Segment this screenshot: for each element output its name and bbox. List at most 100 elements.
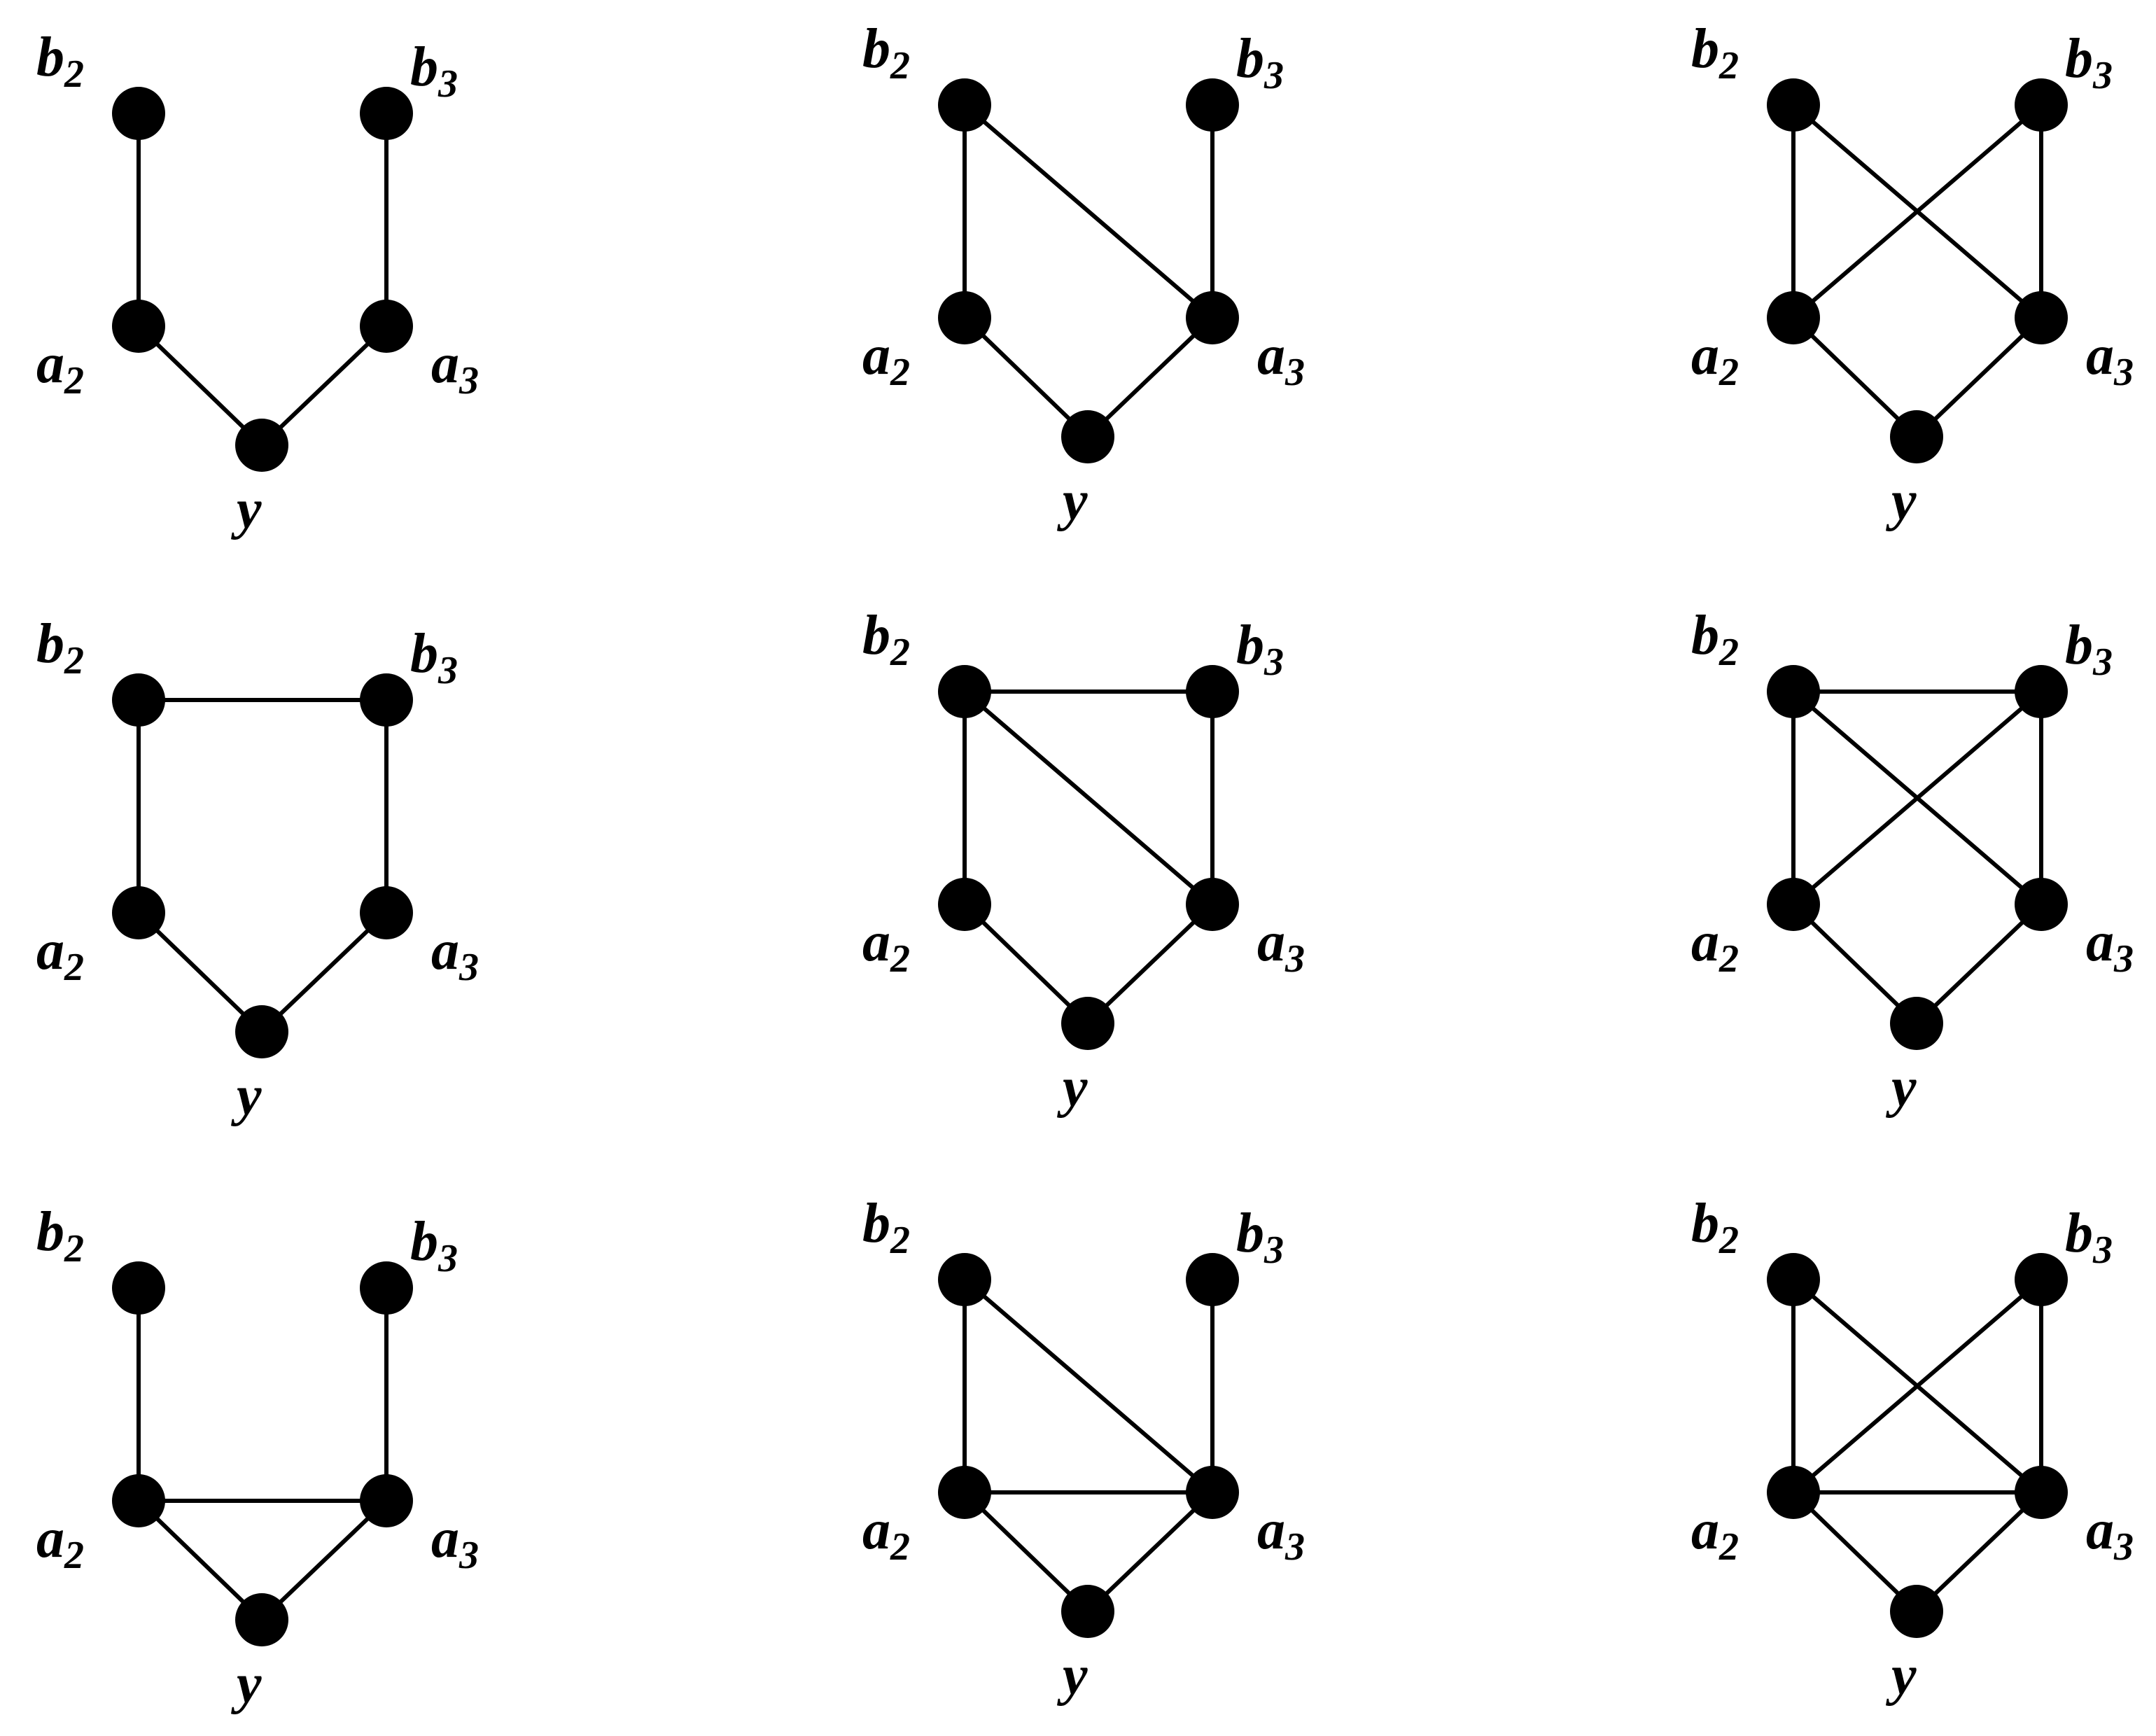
node-label-y: y xyxy=(1056,1057,1088,1119)
node-label-base: b xyxy=(1691,605,1719,666)
node-label-subscript: 3 xyxy=(1264,1228,1284,1272)
node-label-base: y xyxy=(1885,1645,1917,1707)
node-label-base: a xyxy=(1691,1499,1719,1561)
node-b2 xyxy=(1767,665,1820,718)
node-label-b2: b2 xyxy=(36,613,84,682)
edge-a2-y xyxy=(1791,902,1919,1026)
edge-a3-y xyxy=(260,324,388,447)
node-label-b2: b2 xyxy=(36,27,84,96)
node-label-base: a xyxy=(1691,325,1719,386)
node-y xyxy=(235,1593,288,1646)
node-label-b2: b2 xyxy=(1691,605,1739,674)
node-label-y: y xyxy=(230,1653,262,1715)
node-label-b3: b3 xyxy=(1236,615,1284,684)
node-label-base: a xyxy=(862,1499,890,1561)
node-label-y: y xyxy=(1885,1057,1917,1119)
node-label-base: b xyxy=(410,1211,438,1273)
node-label-subscript: 2 xyxy=(64,52,84,96)
node-label-a3: a3 xyxy=(2086,1499,2134,1569)
node-b2 xyxy=(112,673,165,727)
edge-a2-y xyxy=(962,902,1090,1026)
node-label-base: a xyxy=(862,325,890,386)
node-label-subscript: 2 xyxy=(64,1227,84,1270)
node-b3 xyxy=(1186,1253,1239,1306)
node-b2 xyxy=(938,1253,991,1306)
node-label-base: b xyxy=(410,36,438,98)
edge-a2-y xyxy=(136,324,264,447)
node-label-base: a xyxy=(36,333,64,395)
node-label-b3: b3 xyxy=(2065,28,2113,97)
node-label-subscript: 2 xyxy=(890,1525,910,1569)
node-label-b3: b3 xyxy=(1236,28,1284,97)
node-label-base: a xyxy=(1257,1499,1285,1561)
node-label-subscript: 2 xyxy=(890,631,910,674)
node-label-base: a xyxy=(2086,325,2114,386)
node-label-y: y xyxy=(230,479,262,540)
edge-a2-y xyxy=(962,1490,1090,1614)
node-label-base: b xyxy=(1236,615,1264,676)
node-label-base: a xyxy=(1691,911,1719,973)
node-label-subscript: 3 xyxy=(2113,351,2134,394)
node-label-base: a xyxy=(862,911,890,973)
node-label-a2: a2 xyxy=(36,1508,84,1577)
node-label-b2: b2 xyxy=(862,1193,910,1262)
node-label-base: a xyxy=(1257,325,1285,386)
node-label-subscript: 3 xyxy=(2092,1228,2113,1272)
node-label-subscript: 3 xyxy=(2092,54,2113,97)
node-a3 xyxy=(360,300,413,353)
node-label-a3: a3 xyxy=(431,920,479,989)
node-label-a3: a3 xyxy=(431,333,479,402)
node-label-a2: a2 xyxy=(36,920,84,989)
node-label-subscript: 2 xyxy=(890,937,910,981)
node-label-base: y xyxy=(230,479,262,540)
node-b3 xyxy=(1186,78,1239,132)
edge-a3-y xyxy=(1086,902,1214,1026)
edge-a3-y xyxy=(1914,902,2043,1026)
node-label-subscript: 2 xyxy=(1718,44,1739,88)
node-label-subscript: 3 xyxy=(438,649,458,692)
node-label-base: b xyxy=(1236,1203,1264,1264)
node-label-y: y xyxy=(1056,1645,1088,1707)
node-label-base: b xyxy=(862,605,890,666)
node-b3 xyxy=(1186,665,1239,718)
edge-a2-y xyxy=(1791,316,1919,439)
node-label-a2: a2 xyxy=(36,333,84,402)
node-label-base: a xyxy=(431,1508,459,1569)
edge-a3-y xyxy=(1914,1490,2043,1614)
node-a3 xyxy=(360,886,413,939)
node-label-subscript: 3 xyxy=(458,359,479,402)
node-label-subscript: 3 xyxy=(438,1237,458,1280)
node-label-subscript: 3 xyxy=(1264,640,1284,684)
node-label-base: b xyxy=(2065,615,2093,676)
node-label-base: b xyxy=(1691,1193,1719,1254)
node-label-base: a xyxy=(431,333,459,395)
node-label-subscript: 3 xyxy=(2092,640,2113,684)
node-a2 xyxy=(1767,1466,1820,1519)
node-y xyxy=(1061,997,1114,1050)
node-label-subscript: 2 xyxy=(64,359,84,402)
node-label-base: b xyxy=(36,27,64,88)
edge-a3-y xyxy=(260,911,388,1034)
node-label-a3: a3 xyxy=(1257,325,1305,394)
node-a2 xyxy=(938,1466,991,1519)
node-label-subscript: 3 xyxy=(1264,54,1284,97)
node-label-subscript: 2 xyxy=(1718,1219,1739,1262)
edge-a2-y xyxy=(962,316,1090,439)
node-y xyxy=(235,1005,288,1058)
node-label-subscript: 2 xyxy=(64,639,84,682)
node-a3 xyxy=(1186,291,1239,344)
node-label-y: y xyxy=(1056,470,1088,532)
node-a3 xyxy=(1186,1466,1239,1519)
node-b3 xyxy=(360,673,413,727)
node-a2 xyxy=(112,300,165,353)
edge-b3-a2 xyxy=(1791,1278,2043,1494)
node-label-subscript: 2 xyxy=(890,44,910,88)
node-label-a2: a2 xyxy=(862,911,910,981)
node-label-b2: b2 xyxy=(862,18,910,88)
node-label-a3: a3 xyxy=(431,1508,479,1577)
node-b3 xyxy=(2015,78,2068,132)
